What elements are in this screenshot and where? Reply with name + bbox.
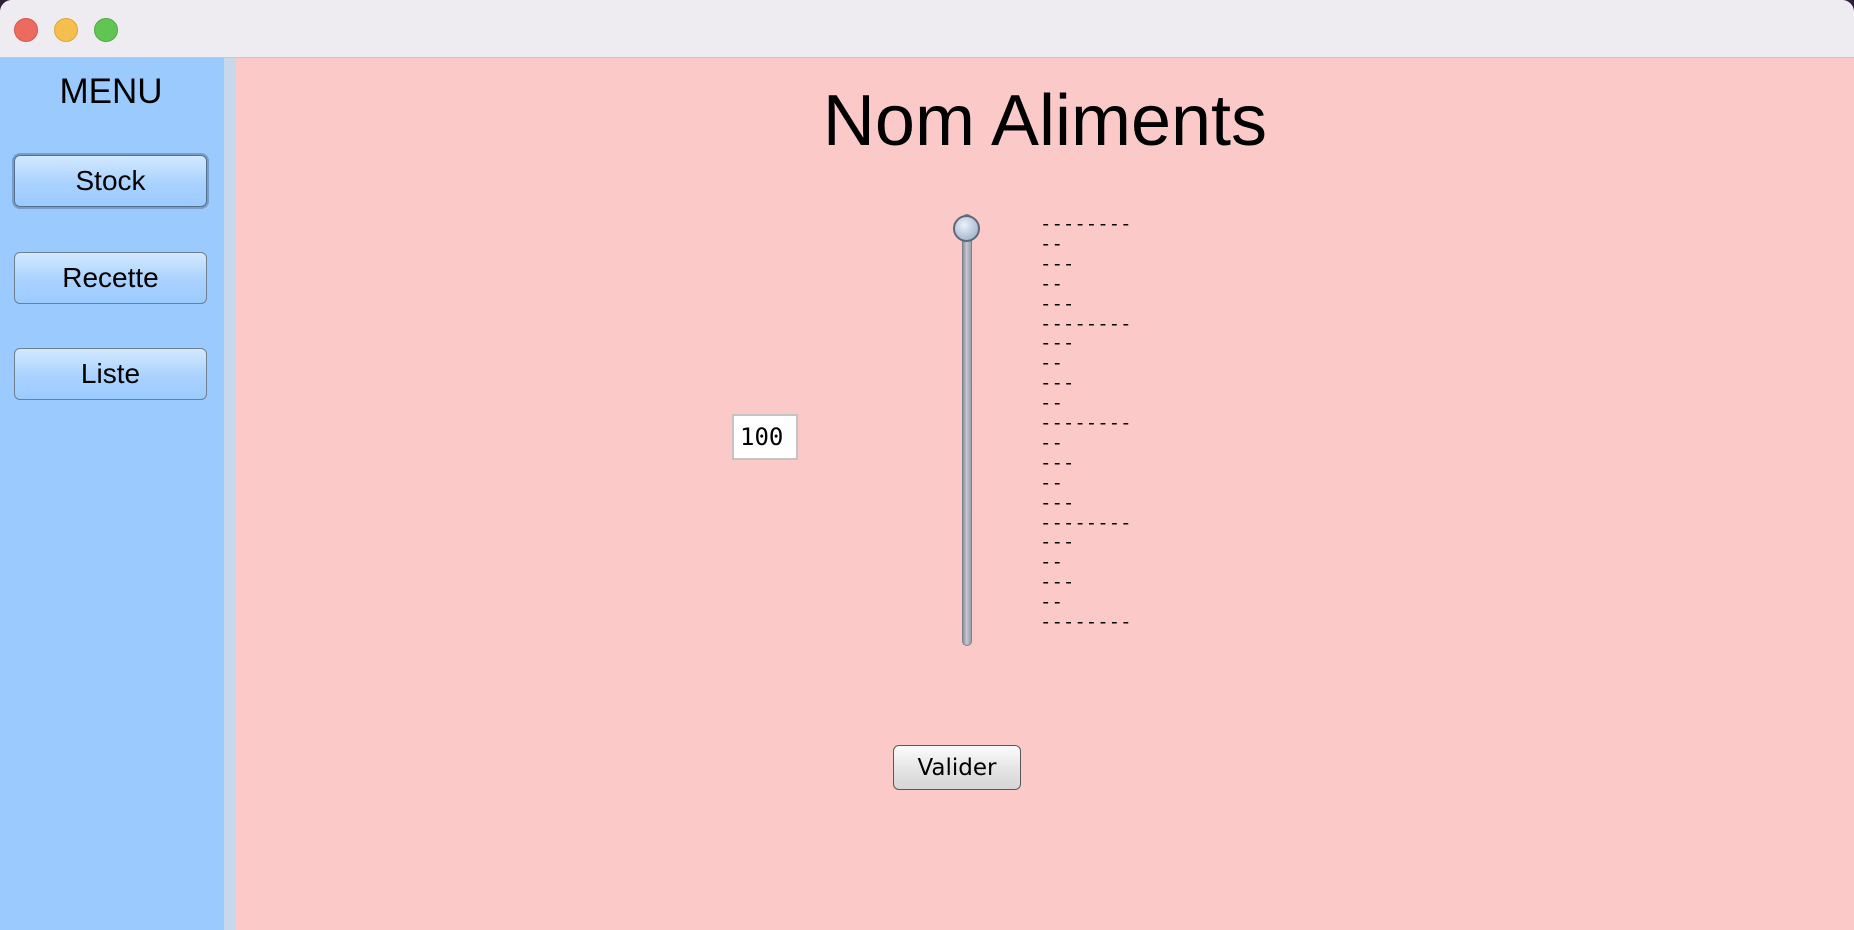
slider-tick-label: -- (1040, 551, 1063, 574)
quantity-slider-knob[interactable] (953, 215, 980, 242)
slider-tick-label: -- (1040, 591, 1063, 614)
title-bar[interactable] (0, 0, 1854, 58)
slider-tick-label: -------- (1040, 312, 1132, 335)
slider-tick-label: -- (1040, 272, 1063, 295)
recette-button[interactable]: Recette (14, 252, 207, 304)
slider-tick-label: --- (1040, 531, 1075, 554)
slider-tick-label: --- (1040, 451, 1075, 474)
page-title: Nom Aliments (822, 81, 1268, 161)
slider-tick-label: -- (1040, 431, 1063, 454)
slider-tick-label: --- (1040, 491, 1075, 514)
slider-tick-label: --- (1040, 252, 1075, 275)
liste-button[interactable]: Liste (14, 348, 207, 400)
slider-tick-label: --- (1040, 372, 1075, 395)
minimize-button[interactable] (54, 18, 78, 42)
menu-title: MENU (59, 72, 163, 111)
sidebar-divider (224, 58, 236, 930)
close-button[interactable] (14, 18, 38, 42)
slider-tick-label: -- (1040, 392, 1063, 415)
zoom-button[interactable] (94, 18, 118, 42)
slider-tick-label: -------- (1040, 611, 1132, 633)
validate-button[interactable]: Valider (893, 745, 1021, 790)
slider-tick-label: --- (1040, 332, 1075, 355)
slider-tick-label: -------- (1040, 412, 1132, 434)
slider-tick-label: -- (1040, 352, 1063, 375)
quantity-slider-track[interactable] (962, 214, 972, 646)
slider-tick-label: -- (1040, 232, 1063, 255)
stock-button[interactable]: Stock (14, 155, 207, 207)
slider-tick-label: --- (1040, 292, 1075, 315)
slider-tick-label: -- (1040, 471, 1063, 494)
slider-tick-label: -------- (1040, 213, 1132, 235)
quantity-field[interactable] (732, 414, 798, 460)
slider-tick-label: --- (1040, 571, 1075, 594)
slider-tick-label: -------- (1040, 511, 1132, 534)
